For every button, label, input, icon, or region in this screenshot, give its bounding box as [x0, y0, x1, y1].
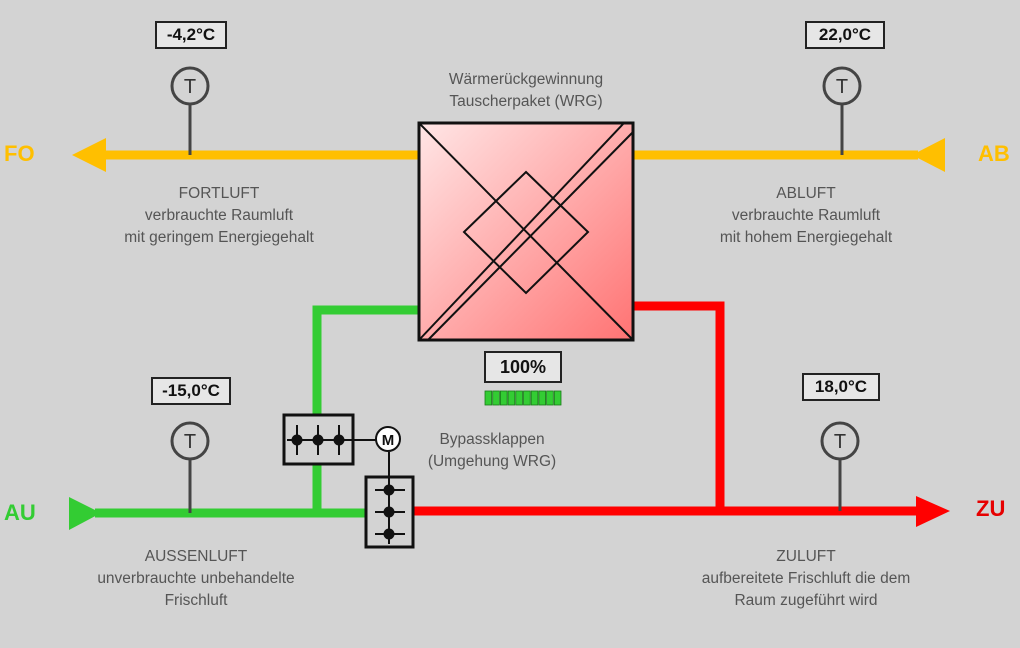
code-au: AU: [4, 500, 36, 525]
wrg-title-line1: Wärmerückgewinnung: [448, 71, 604, 88]
zuluft-temp-display: 18,0°C: [802, 373, 880, 401]
zuluft-line2: aufbereitete Frischluft die dem: [701, 570, 911, 587]
aussenluft-inlet-arrow: [69, 497, 101, 530]
sensor-aussenluft: T: [170, 421, 210, 513]
hx-to-supply-line: [632, 301, 725, 511]
sensor-abluft: T: [822, 66, 862, 155]
level-segment: [538, 390, 547, 406]
aussenluft-description: AUSSENLUFT unverbrauchte unbehandelte Fr…: [76, 546, 316, 612]
level-segment: [492, 390, 500, 406]
motor-symbol: M: [382, 432, 395, 449]
aussenluft-temp-display: -15,0°C: [151, 377, 231, 405]
fortluft-temp-display: -4,2°C: [155, 21, 227, 49]
level-segment: [499, 390, 508, 406]
fortluft-line3: mit geringem Energiegehalt: [124, 229, 314, 246]
zuluft-line3: Raum zugeführt wird: [734, 592, 878, 609]
supply-duct: [413, 301, 950, 527]
abluft-inlet-arrow: [912, 138, 945, 172]
level-segment: [530, 390, 539, 406]
wrg-title-line2: Tauscherpaket (WRG): [449, 93, 603, 110]
code-zu: ZU: [976, 496, 1006, 521]
abluft-line3: mit hohem Energiegehalt: [719, 229, 893, 246]
zuluft-title: ZULUFT: [776, 548, 836, 565]
fortluft-line2: verbrauchte Raumluft: [144, 207, 294, 224]
zuluft-description: ZULUFT aufbereitete Frischluft die dem R…: [676, 546, 936, 612]
heat-exchanger: [417, 121, 635, 342]
sensor-symbol: T: [184, 431, 196, 453]
level-segment: [484, 390, 493, 406]
sensor-fortluft: T: [170, 66, 210, 155]
code-fo: FO: [4, 141, 35, 166]
fortluft-description: FORTLUFT verbrauchte Raumluft mit gering…: [94, 183, 344, 249]
sensor-symbol: T: [836, 76, 848, 98]
zuluft-arrow-head: [916, 496, 950, 527]
bypass-damper-lower[interactable]: [364, 452, 415, 549]
abluft-description: ABLUFT verbrauchte Raumluft mit hohem En…: [681, 183, 931, 249]
bypass-label-line1: Bypassklappen: [439, 431, 545, 448]
sensor-symbol: T: [834, 431, 846, 453]
sensor-zuluft: T: [820, 421, 860, 511]
aussenluft-line2: unverbrauchte unbehandelte: [97, 570, 295, 587]
damper-motor-icon: M: [375, 426, 401, 452]
fortluft-title: FORTLUFT: [178, 185, 260, 202]
wrg-percent-display: 100%: [484, 351, 562, 383]
wrg-title: Wärmerückgewinnung Tauscherpaket (WRG): [426, 69, 626, 113]
wrg-level-bar: [484, 390, 562, 406]
aussenluft-line3: Frischluft: [164, 592, 228, 609]
level-segment: [553, 390, 562, 406]
aussenluft-title: AUSSENLUFT: [144, 548, 248, 565]
bypass-damper-upper[interactable]: [282, 413, 376, 466]
level-segment: [546, 390, 554, 406]
level-segment: [507, 390, 516, 406]
bypass-label: Bypassklappen (Umgehung WRG): [412, 429, 572, 473]
code-ab: AB: [978, 141, 1010, 166]
sensor-symbol: T: [184, 76, 196, 98]
level-segment: [523, 390, 531, 406]
abluft-title: ABLUFT: [776, 185, 836, 202]
fortluft-arrow-head: [72, 138, 106, 172]
abluft-line2: verbrauchte Raumluft: [731, 207, 881, 224]
abluft-temp-display: 22,0°C: [805, 21, 885, 49]
level-segment: [515, 390, 523, 406]
bypass-label-line2: (Umgehung WRG): [427, 453, 557, 470]
